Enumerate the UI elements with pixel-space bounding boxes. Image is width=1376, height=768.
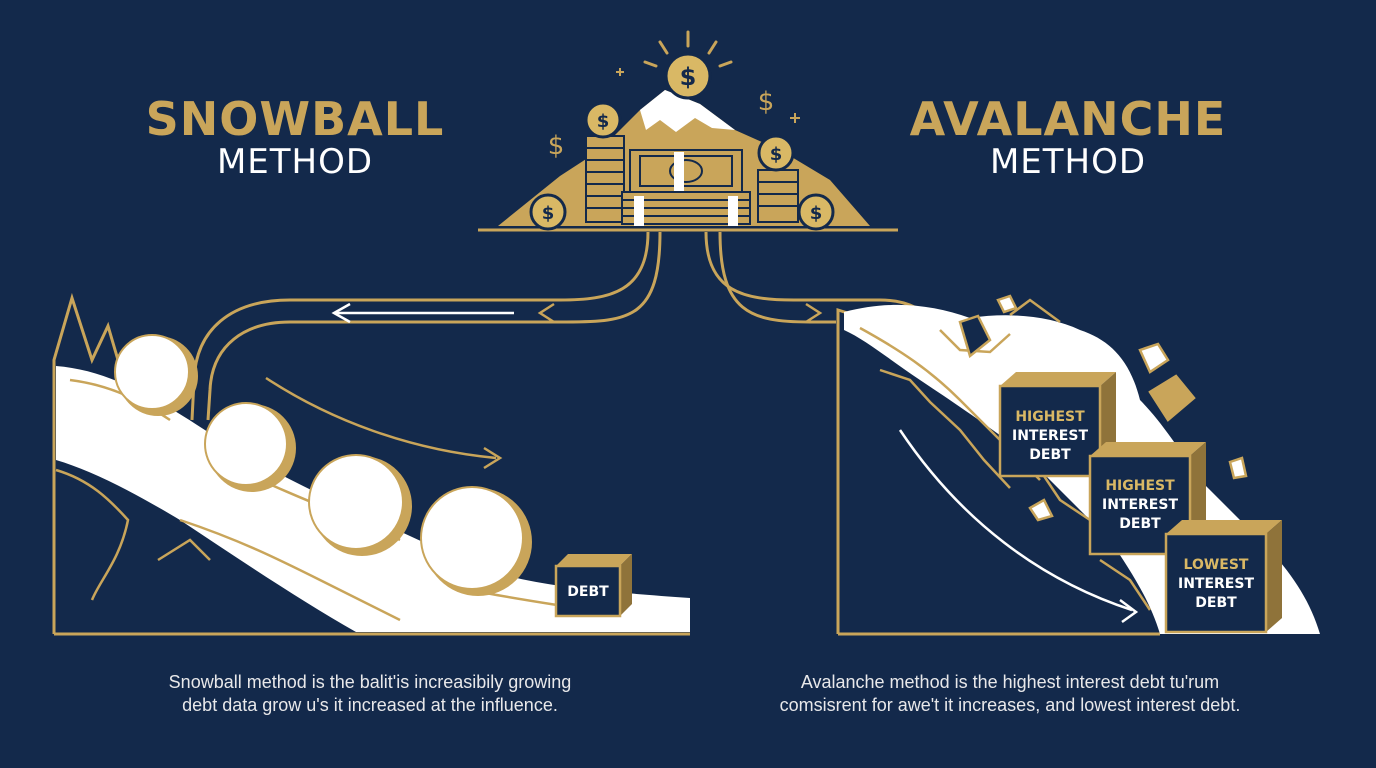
chevron-right-icon [805, 302, 823, 324]
avalanche-subtitle: METHOD [989, 142, 1147, 182]
snowball-panel: DEBT [52, 292, 690, 636]
debt-box: DEBT [554, 554, 632, 618]
flow-lines [190, 231, 936, 421]
box-1-line-1: HIGHEST [1015, 409, 1085, 425]
coin-symbol: $ [810, 203, 823, 224]
coin-symbol: $ [770, 144, 783, 165]
box-3-line-2: INTEREST [1178, 576, 1254, 592]
snowball-title: SNOWBALL [145, 92, 445, 146]
avalanche-title: AVALANCHE [909, 92, 1227, 146]
chevron-left-icon [537, 302, 555, 324]
snowball-caption: Snowball method is the balit'is increasi… [90, 671, 650, 717]
snowball-caption-line-2: debt data grow u's it increased at the i… [182, 695, 558, 715]
avalanche-panel: HIGHEST INTEREST DEBT HIGHEST INTEREST D… [836, 294, 1320, 636]
avalanche-debt-box-3: LOWEST INTEREST DEBT [1164, 520, 1282, 634]
coin-symbol: $ [680, 63, 697, 91]
left-arrow-icon [331, 302, 514, 324]
avalanche-caption: Avalanche method is the highest interest… [720, 671, 1300, 717]
avalanche-caption-line-1: Avalanche method is the highest interest… [800, 672, 1220, 692]
coin-icons [529, 52, 835, 231]
snowball-icons [114, 334, 532, 596]
box-3-line-1: LOWEST [1184, 557, 1249, 573]
coin-symbol: $ [597, 111, 610, 132]
money-mountain-icon: $ $ $ $ $ $ $ [478, 30, 898, 232]
dollar-sign-icon: $ [758, 87, 775, 117]
coin-symbol: $ [542, 203, 555, 224]
box-1-line-2: INTEREST [1012, 428, 1088, 444]
box-2-line-2: INTEREST [1102, 497, 1178, 513]
avalanche-caption-line-2: comsisrent for awe't it increases, and l… [779, 695, 1241, 715]
box-1-line-3: DEBT [1029, 447, 1071, 463]
dollar-sign-icon: $ [548, 131, 565, 161]
debt-label: DEBT [567, 584, 609, 600]
box-2-line-1: HIGHEST [1105, 478, 1175, 494]
snowball-caption-line-1: Snowball method is the balit'is increasi… [168, 672, 572, 692]
box-3-line-3: DEBT [1195, 595, 1237, 611]
box-2-line-3: DEBT [1119, 516, 1161, 532]
snowball-subtitle: METHOD [216, 142, 374, 182]
